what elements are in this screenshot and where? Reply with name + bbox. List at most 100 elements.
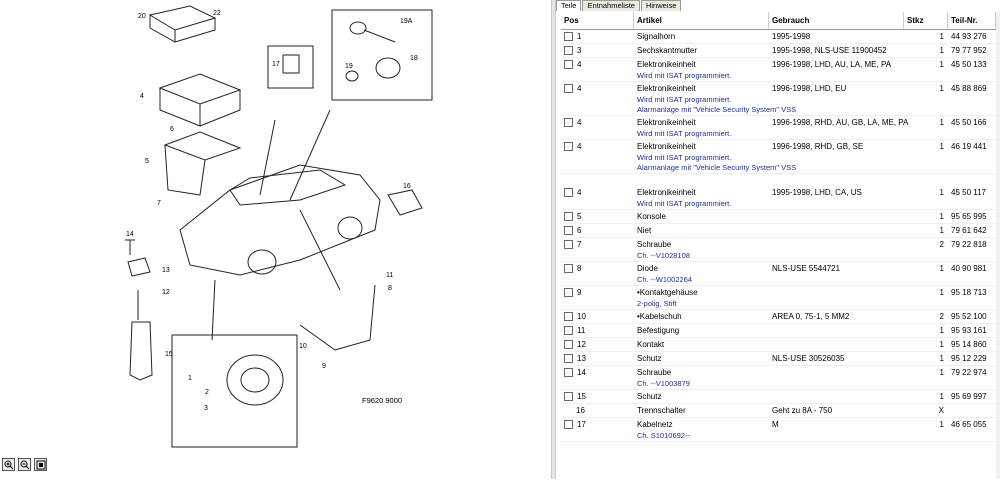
row-note: 2-polig, Stift xyxy=(637,299,677,308)
callout-9: 9 xyxy=(322,363,326,370)
row-checkbox[interactable] xyxy=(564,288,573,298)
row-checkbox[interactable] xyxy=(564,46,573,56)
row-checkbox[interactable] xyxy=(564,212,573,222)
cell-pos-text: 9 xyxy=(577,287,582,297)
tab-entnahmeliste[interactable]: Entnahmeliste xyxy=(582,0,640,11)
cell-artikel: Elektronikeinheit xyxy=(634,188,769,197)
row-note: Alarmanlage mit "Vehicle Security System… xyxy=(637,105,797,114)
cell-artikel: Schraube xyxy=(634,240,769,249)
cell-pos: 3 xyxy=(561,45,634,56)
cell-pos: 14 xyxy=(561,368,634,378)
row-checkbox[interactable] xyxy=(564,326,573,336)
cell-artikel: Elektronikeinheit xyxy=(634,84,769,93)
callout-13: 13 xyxy=(162,267,170,274)
parts-diagram[interactable]: 20 22 19A 18 19 17 4 6 5 7 16 14 13 12 1… xyxy=(0,0,551,479)
row-checkbox[interactable] xyxy=(564,240,573,250)
row-checkbox[interactable] xyxy=(564,32,573,42)
col-header-pos[interactable]: Pos xyxy=(561,12,634,29)
pane-splitter[interactable] xyxy=(551,0,556,479)
callout-5: 5 xyxy=(145,158,149,165)
tab-hinweise[interactable]: Hinweise xyxy=(640,0,682,11)
row-checkbox[interactable] xyxy=(564,60,573,70)
cell-stkz: 1 xyxy=(904,226,948,235)
col-header-gebrauch[interactable]: Gebrauch xyxy=(769,12,904,29)
cell-artikel-text: Schraube xyxy=(637,240,672,249)
cell-artikel: Sechskantmutter xyxy=(634,46,769,55)
row-checkbox[interactable] xyxy=(564,226,573,236)
row-checkbox[interactable] xyxy=(564,392,573,402)
cell-teilnr: 79 22 974 xyxy=(948,368,996,377)
cell-pos-text: 3 xyxy=(577,45,582,55)
zoom-toolbar xyxy=(2,458,47,471)
row-checkbox[interactable] xyxy=(564,84,573,94)
figure-code: F9620 9000 xyxy=(362,396,402,405)
col-header-stkz[interactable]: Stkz xyxy=(904,12,948,29)
cell-teilnr-text: 45 50 133 xyxy=(951,60,987,69)
row-checkbox[interactable] xyxy=(564,312,573,322)
cell-artikel-text: Schutz xyxy=(637,392,662,401)
cell-pos: 13 xyxy=(561,354,634,364)
zoom-in-icon[interactable] xyxy=(2,458,15,471)
cell-teilnr-text: 95 65 995 xyxy=(951,212,987,221)
cell-pos: 4 xyxy=(561,60,634,70)
cell-stkz-text: X xyxy=(938,406,944,415)
cell-pos-text: 16 xyxy=(576,406,585,415)
cell-stkz: 1 xyxy=(904,264,948,273)
cell-teilnr: 95 18 713 xyxy=(948,288,996,297)
cell-teilnr-text: 45 88 869 xyxy=(951,84,987,93)
row-checkbox[interactable] xyxy=(564,118,573,128)
row-checkbox[interactable] xyxy=(564,420,573,430)
row-checkbox[interactable] xyxy=(564,354,573,364)
scrollbar[interactable] xyxy=(996,12,1000,479)
row-checkbox[interactable] xyxy=(564,142,573,152)
cell-teilnr: 44 93 276 xyxy=(948,32,996,41)
cell-teilnr: 45 88 869 xyxy=(948,84,996,93)
callout-11: 11 xyxy=(386,272,393,279)
cell-gebrauch-text: 1996-1998, RHD, GB, SE xyxy=(772,142,864,151)
fit-page-icon[interactable] xyxy=(34,458,47,471)
col-header-teilnr[interactable]: Teil-Nr. xyxy=(948,12,996,29)
col-header-artikel[interactable]: Artikel xyxy=(634,12,769,29)
tab-teile[interactable]: Teile xyxy=(556,0,582,11)
diagram-pane[interactable]: 20 22 19A 18 19 17 4 6 5 7 16 14 13 12 1… xyxy=(0,0,551,479)
cell-teilnr-text: 79 77 952 xyxy=(951,46,987,55)
cell-pos: 17 xyxy=(561,420,634,430)
row-checkbox[interactable] xyxy=(564,264,573,274)
row-checkbox[interactable] xyxy=(564,188,573,198)
tab-bar: Teile Entnahmeliste Hinweise xyxy=(556,0,682,11)
row-checkbox[interactable] xyxy=(564,368,573,378)
cell-gebrauch: 1996-1998, RHD, GB, SE xyxy=(769,142,904,151)
row-checkbox[interactable] xyxy=(564,340,573,350)
zoom-out-icon[interactable] xyxy=(18,458,31,471)
cell-pos-text: 1 xyxy=(577,31,582,41)
cell-pos: 10 xyxy=(561,312,634,322)
horn xyxy=(226,354,284,406)
